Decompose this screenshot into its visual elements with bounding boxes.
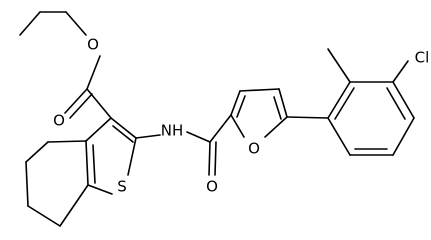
bond-carboxyl-carbonyl-b [69, 93, 93, 119]
bond-phenyl-6 [327, 117, 351, 156]
bond-furan-1 [230, 90, 241, 116]
bond-thiophene-3 [87, 184, 113, 195]
chlorine-label: Cl [415, 49, 430, 67]
bond-furan-1b [236, 95, 246, 118]
bond-cyclohexene-1 [47, 140, 87, 143]
bond-thiophene-2 [127, 137, 137, 176]
bond-cyclohexene-4 [27, 205, 61, 227]
bond-nh-carbonyl [186, 131, 211, 143]
ester-oxygen-label: O [87, 36, 99, 54]
bond-thiophene-4 [85, 140, 89, 186]
bond-thiophene-1 [110, 117, 137, 139]
amide-nh-label: NH [161, 122, 184, 140]
bond-thiophene-4b [92, 144, 96, 184]
bond-furan-5 [230, 114, 245, 138]
bond-phenyl-4 [392, 117, 415, 156]
bond-furan-phenyl [286, 116, 329, 119]
bond-phenyl-1 [327, 81, 351, 119]
bond-ethyl-1 [19, 11, 41, 36]
bond-carboxyl-ring [86, 88, 112, 119]
bond-methyl [327, 48, 351, 83]
bond-thiophene-5 [85, 117, 112, 142]
carbonyl-oxygen-label: O [53, 112, 65, 130]
bond-chloro [392, 60, 409, 83]
bond-amide-carbonyl-b [214, 141, 217, 176]
bond-furan-4 [264, 116, 288, 138]
bond-phenyl-1b [334, 87, 355, 120]
bond-furan-3 [278, 88, 288, 118]
bond-thiophene-nh [135, 134, 161, 139]
bond-carboxyl-carbonyl-a [64, 88, 88, 114]
bond-cyclohexene-2 [25, 141, 49, 163]
furan-oxygen-label: O [248, 140, 260, 158]
thiophene-sulfur-label: S [117, 178, 127, 196]
bond-phenyl-3 [392, 81, 415, 119]
bond-o-carboxyl [86, 55, 101, 90]
bond-furan-2 [239, 88, 280, 92]
bond-amide-furan [209, 114, 232, 143]
bond-amide-carbonyl-a [208, 141, 211, 176]
bond-ethyl-o [65, 11, 87, 36]
bond-cyclohexene-5 [59, 184, 89, 227]
bond-thiophene-1b [112, 125, 134, 143]
amide-oxygen-label: O [206, 178, 218, 196]
bond-cyclohexene-3 [25, 161, 29, 207]
bond-phenyl-3b [386, 87, 406, 120]
bond-furan-3b [273, 96, 282, 120]
